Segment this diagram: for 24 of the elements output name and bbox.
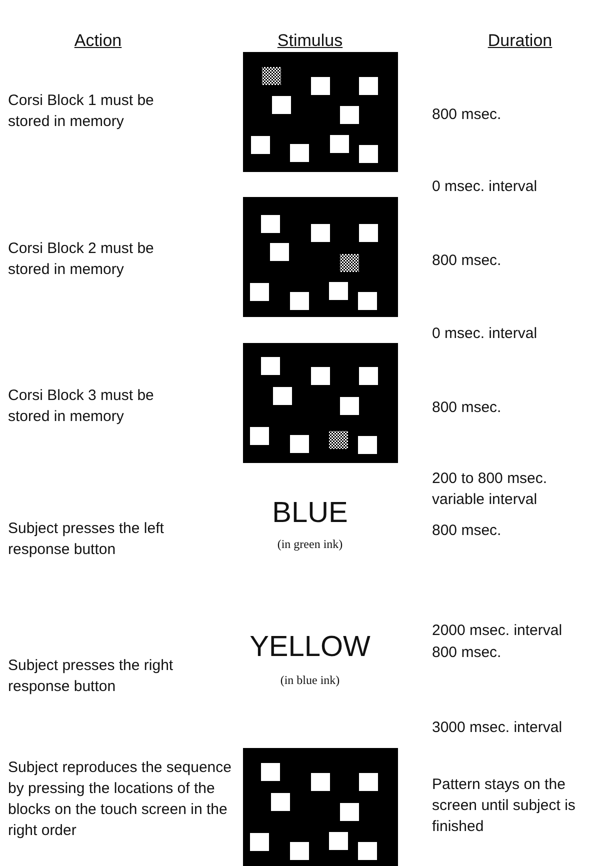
step-text: 800 msec. bbox=[432, 398, 502, 418]
column-header: Stimulus bbox=[276, 30, 344, 51]
step-text: Subject reproduces the sequence by pressing the locations of the blocks on the touch screen in the right order bbox=[8, 758, 232, 841]
step-text: Subject presses the left response button bbox=[8, 519, 165, 560]
step-text: 800 msec. bbox=[432, 643, 502, 663]
column-header: Duration bbox=[486, 30, 554, 51]
stimulus-word: BLUE bbox=[271, 496, 349, 530]
step-text: Corsi Block 3 must be stored in memory bbox=[8, 386, 155, 427]
step-text: Subject presses the right response button bbox=[8, 656, 174, 697]
step-text: Pattern stays on the screen until subject is finished bbox=[432, 775, 576, 837]
column-header: Action bbox=[73, 30, 123, 51]
step-text: 2000 msec. interval bbox=[432, 621, 564, 641]
stimulus-word: YELLOW bbox=[248, 630, 372, 664]
step-text: Corsi Block 1 must be stored in memory bbox=[8, 91, 155, 132]
step-text: 800 msec. bbox=[432, 521, 502, 541]
step-text: 0 msec. interval bbox=[432, 324, 538, 344]
ink-note: (in green ink) bbox=[276, 536, 344, 553]
step-text: 0 msec. interval bbox=[432, 177, 538, 197]
step-text: 800 msec. bbox=[432, 105, 502, 125]
step-text: Corsi Block 2 must be stored in memory bbox=[8, 239, 155, 280]
step-text: 800 msec. bbox=[432, 251, 502, 271]
ink-note: (in blue ink) bbox=[279, 672, 341, 689]
step-text: 3000 msec. interval bbox=[432, 718, 564, 738]
step-text: 200 to 800 msec. variable interval bbox=[432, 469, 548, 510]
